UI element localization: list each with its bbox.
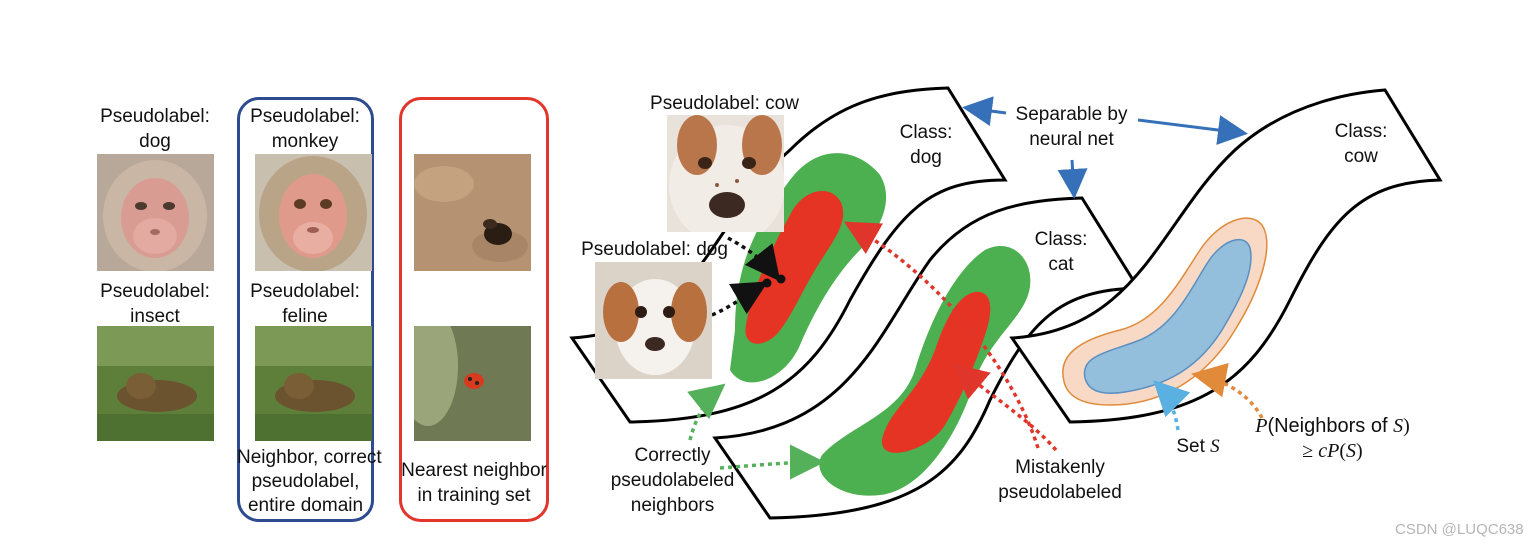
separable-arrow-left <box>962 96 1007 127</box>
set-s-arrow <box>1153 380 1191 431</box>
cat-mistaken-red <box>881 291 991 453</box>
class-cat-label: Class:cat <box>1034 229 1088 275</box>
class-dog-label: Class:dog <box>899 122 953 168</box>
set-s-label: Set S <box>1176 436 1220 457</box>
col1-label-top: Pseudolabel:dog <box>100 106 210 152</box>
dog-mistaken-red <box>745 191 844 344</box>
neighbor-correct-box <box>237 97 374 522</box>
dog-photo-arrow <box>711 281 769 317</box>
ladybug-photo <box>414 326 531 441</box>
col1-label-bottom: Pseudolabel:insect <box>100 281 210 327</box>
mistaken-arrow-2 <box>952 363 1058 452</box>
cow-labeled-dog-photo <box>667 115 784 232</box>
nearest-neighbor-box <box>399 97 549 522</box>
correct-arrow-2 <box>719 444 825 480</box>
monkey-photo-1 <box>97 154 214 271</box>
pseudolabel-dog-label: Pseudolabel: dog <box>581 239 728 260</box>
correct-arrow-1 <box>687 383 726 441</box>
cow-photo-arrow <box>727 236 781 282</box>
pseudolabel-cow-label: Pseudolabel: cow <box>650 93 799 114</box>
embedding-point-dog <box>762 278 772 288</box>
col2-label-bottom: Pseudolabel:feline <box>250 281 360 327</box>
col2-label-top: Pseudolabel:monkey <box>250 106 360 152</box>
separable-arrow-down <box>1057 159 1088 199</box>
monkey-photo-2 <box>255 154 372 271</box>
dog-labeled-dog-photo <box>595 262 712 379</box>
embedding-point-cow <box>776 274 786 284</box>
beetle-photo <box>414 154 531 271</box>
set-s-blue <box>1083 238 1252 394</box>
class-cow-label: Class:cow <box>1334 121 1388 167</box>
lion-photo-1 <box>97 326 214 441</box>
neighbors-formula: P(Neighbors of S) ≥ cP(S) <box>1255 415 1410 462</box>
watermark: CSDN @LUQC638 <box>1395 521 1524 538</box>
separable-arrow-right <box>1137 115 1248 145</box>
lion-photo-2 <box>255 326 372 441</box>
